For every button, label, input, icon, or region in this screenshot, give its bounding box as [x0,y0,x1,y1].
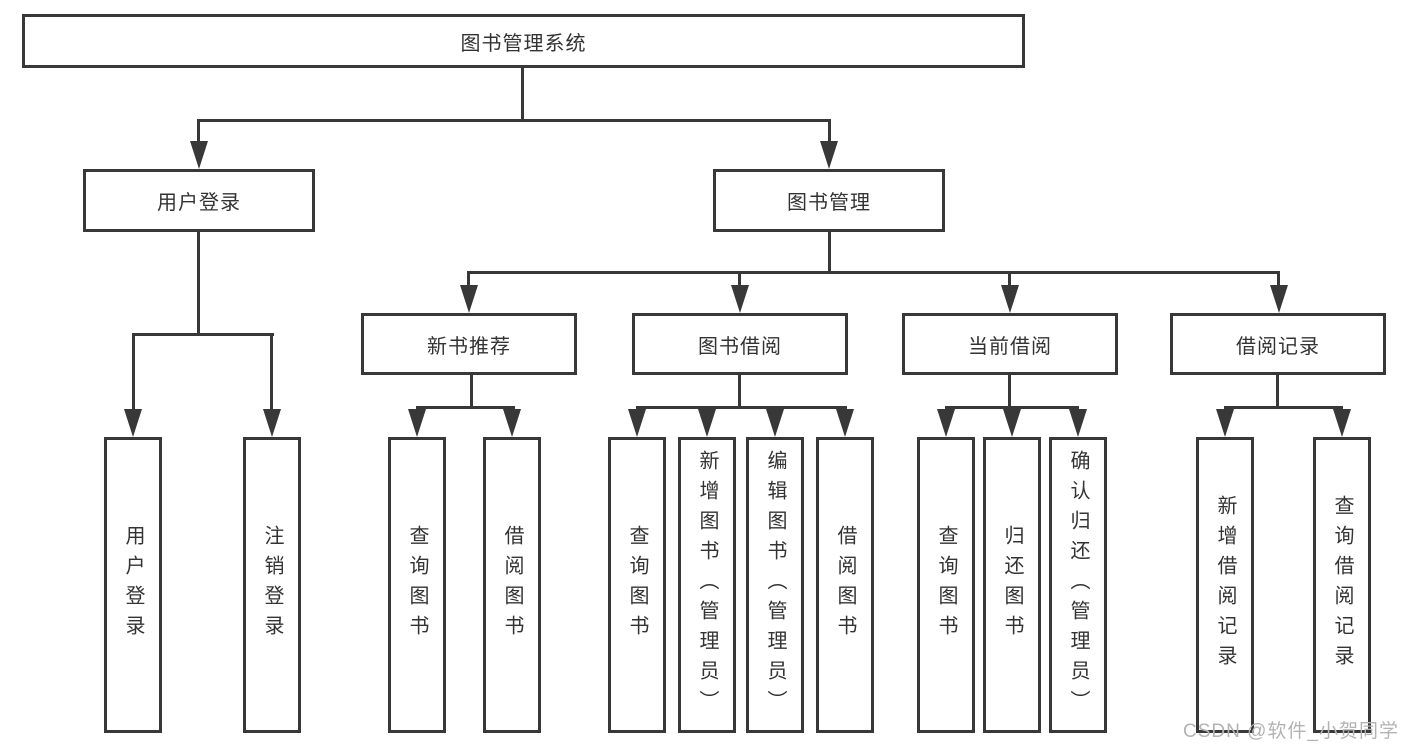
arrow-down-icon [1333,409,1351,437]
node-borrow-record-label: 借阅记录 [1236,335,1320,358]
arrow-down-icon [937,409,955,437]
leaf-logout: 注销登录 [243,437,301,733]
connector-vline [132,333,135,411]
connector-hline [1224,406,1343,409]
arrow-down-icon [836,409,854,437]
leaf-label: 新增图书（管理员） [696,450,718,720]
connector-vline [738,375,741,409]
connector-vline [197,119,200,145]
arrow-down-icon [698,409,716,437]
connector-vline [270,333,273,411]
watermark: CSDN @软件_小贺同学 [1183,721,1399,742]
arrow-down-icon [263,409,281,437]
connector-hline [416,406,515,409]
leaf-query-borrow-record: 查询借阅记录 [1313,437,1371,733]
arrow-down-icon [1270,285,1288,313]
arrow-down-icon [1216,409,1234,437]
connector-vline [1008,271,1011,289]
leaf-borrow-books: 借阅图书 [816,437,874,733]
leaf-query-books-borrow: 查询图书 [608,437,666,733]
leaf-query-books-current: 查询图书 [917,437,975,733]
arrow-down-icon [124,409,142,437]
leaf-query-books-recommend: 查询图书 [388,437,446,733]
leaf-return-books: 归还图书 [983,437,1041,733]
connector-vline [1276,375,1279,409]
connector-vline [467,271,470,289]
arrow-down-icon [766,409,784,437]
leaf-label: 查询图书 [626,525,648,645]
leaf-confirm-return-admin: 确认归还（管理员） [1049,437,1107,733]
node-new-book-recommend-label: 新书推荐 [427,335,511,358]
leaf-label: 借阅图书 [834,525,856,645]
leaf-user-login: 用户登录 [104,437,162,733]
leaf-label: 查询图书 [935,525,957,645]
leaf-label: 注销登录 [261,525,283,645]
connector-vline [1277,271,1280,289]
arrow-down-icon [408,409,426,437]
connector-vline [197,232,200,336]
connector-hline [636,406,847,409]
node-book-management: 图书管理 [713,169,945,232]
leaf-label: 编辑图书（管理员） [764,450,786,720]
node-current-borrow-label: 当前借阅 [968,335,1052,358]
connector-hline [198,119,830,122]
node-user-login: 用户登录 [83,169,315,232]
leaf-label: 确认归还（管理员） [1067,450,1089,720]
arrow-down-icon [1069,409,1087,437]
connector-vline [470,375,473,409]
leaf-label: 借阅图书 [501,525,523,645]
connector-vline [738,271,741,289]
arrow-down-icon [820,141,838,169]
leaf-borrow-books-recommend: 借阅图书 [483,437,541,733]
arrow-down-icon [503,409,521,437]
arrow-down-icon [1001,285,1019,313]
node-book-management-label: 图书管理 [787,192,871,214]
leaf-label: 用户登录 [122,525,144,645]
leaf-add-books-admin: 新增图书（管理员） [678,437,736,733]
leaf-add-borrow-record: 新增借阅记录 [1196,437,1254,733]
node-user-login-label: 用户登录 [157,192,241,214]
node-book-borrow-label: 图书借阅 [698,335,782,358]
node-borrow-record: 借阅记录 [1170,313,1386,375]
leaf-label: 查询借阅记录 [1331,495,1353,675]
node-root: 图书管理系统 [22,14,1025,68]
arrow-down-icon [628,409,646,437]
node-current-borrow: 当前借阅 [902,313,1118,375]
leaf-label: 归还图书 [1001,525,1023,645]
node-root-label: 图书管理系统 [460,32,587,55]
arrow-down-icon [190,141,208,169]
node-book-borrow: 图书借阅 [632,313,848,375]
connector-hline [467,271,1280,274]
connector-hline [945,406,1079,409]
arrow-down-icon [460,285,478,313]
connector-vline [521,68,524,120]
leaf-label: 查询图书 [406,525,428,645]
node-new-book-recommend: 新书推荐 [361,313,577,375]
arrow-down-icon [731,285,749,313]
connector-vline [1008,375,1011,409]
connector-vline [828,232,831,274]
leaf-edit-books-admin: 编辑图书（管理员） [746,437,804,733]
connector-hline [132,333,274,336]
leaf-label: 新增借阅记录 [1214,495,1236,675]
arrow-down-icon [1003,409,1021,437]
connector-vline [828,119,831,145]
